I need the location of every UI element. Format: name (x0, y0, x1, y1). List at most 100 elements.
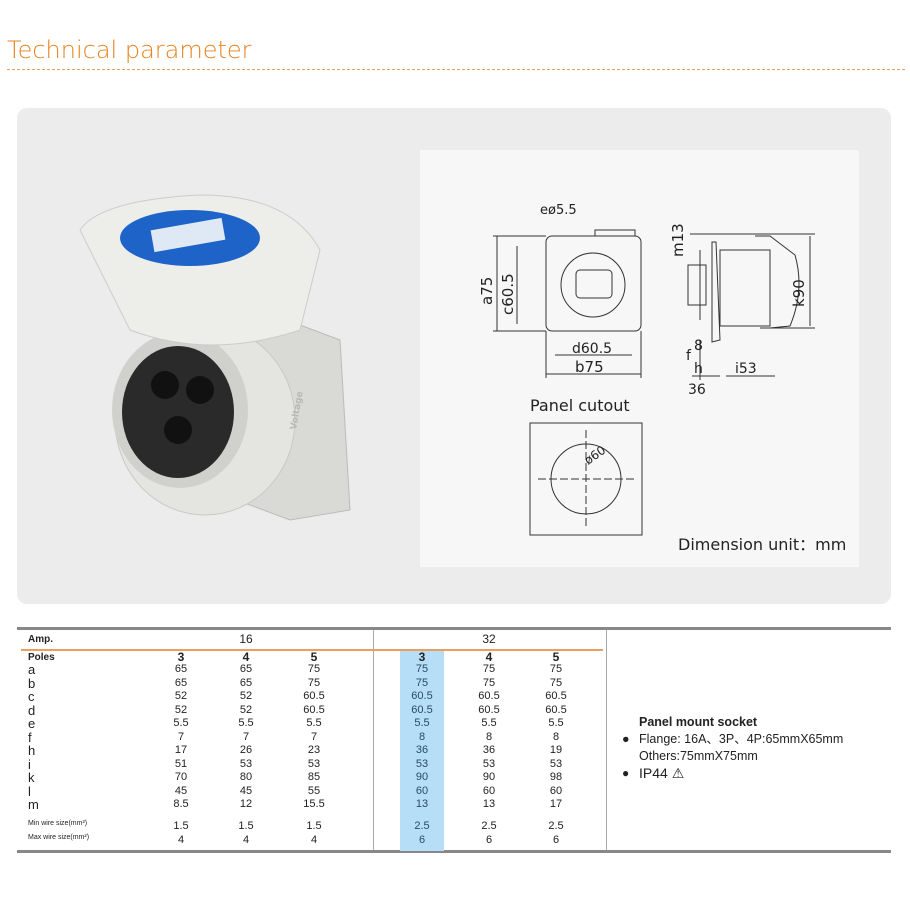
row-label: h (28, 743, 36, 758)
amp-16: 16 (239, 632, 253, 646)
table-cell: 8.5 (173, 798, 189, 810)
ip-text: IP44 (639, 765, 668, 781)
table-cell: 4 (177, 834, 185, 846)
table-cell: 15.5 (303, 798, 325, 810)
table-cell: 6 (418, 834, 426, 846)
table-cell: 90 (415, 771, 429, 783)
table-cell: 8 (552, 730, 560, 743)
label-i: i53 (735, 361, 757, 377)
header-rule (21, 649, 603, 651)
table-cell: 53 (482, 757, 496, 770)
table-cell: 2.5 (481, 820, 497, 832)
table-cell: 60.5 (545, 703, 567, 716)
table-cell: 12 (239, 798, 253, 810)
label-k: k90 (790, 279, 808, 307)
table-cell: 75 (482, 676, 496, 689)
technical-drawing: eø5.5 a75 c60.5 d60.5 b75 m13 k90 f 8 h … (478, 203, 815, 536)
table-cell: 52 (174, 690, 188, 702)
table-cell: 26 (239, 744, 253, 756)
table-cell: 36 (415, 744, 429, 756)
row-label: f (28, 729, 32, 745)
label-e: eø5.5 (540, 203, 577, 218)
table-cell: 5.5 (481, 717, 497, 729)
table-cell: 85 (307, 771, 321, 783)
table-cell: 1.5 (238, 820, 254, 832)
table-cell: 23 (307, 744, 321, 756)
row-label: c (28, 689, 35, 704)
table-cell: 45 (239, 784, 253, 797)
row-label: i (28, 756, 31, 772)
label-c: c60.5 (499, 273, 517, 315)
table-cell: 60.5 (303, 690, 325, 702)
table-cell: 19 (549, 744, 563, 756)
table-cell: 60.5 (478, 703, 500, 716)
table-cell: 70 (174, 771, 188, 783)
page-title: Technical parameter (7, 36, 252, 64)
row-label: m (28, 797, 39, 812)
table-cell: 6 (552, 834, 560, 846)
table-cell: 98 (549, 771, 563, 783)
label-f: f (686, 348, 692, 364)
table-cell: 52 (239, 690, 253, 702)
table-cell: 2.5 (548, 820, 564, 832)
table-cell: 53 (307, 757, 321, 770)
table-cell: 53 (415, 757, 429, 770)
label-h: h (694, 361, 703, 377)
table-cell: 60.5 (411, 703, 433, 716)
table-cell: 5.5 (548, 717, 564, 729)
pole-header: 4 (242, 650, 250, 664)
table-cell: 52 (174, 703, 188, 716)
table-cell: 75 (549, 663, 563, 675)
table-cell: 1.5 (173, 820, 189, 832)
table-cell: 75 (482, 663, 496, 675)
pole-header: 3 (177, 650, 185, 664)
dimension-drawing: eø5.5 a75 c60.5 d60.5 b75 m13 k90 f 8 h … (420, 150, 859, 567)
table-cell: 65 (239, 663, 253, 675)
table-cell: 60.5 (411, 690, 433, 702)
pole-header: 4 (485, 650, 493, 664)
info-panel: Panel mount socket ●Flange: 16A、3P、4P:65… (622, 714, 843, 782)
table-cell: 51 (174, 757, 188, 770)
table-cell: 13 (415, 798, 429, 810)
table-cell: 60.5 (303, 703, 325, 716)
amp-32: 32 (482, 632, 496, 646)
table-cell: 8 (485, 730, 493, 743)
divider (606, 630, 607, 850)
warning-triangle-icon: ⚠ (671, 765, 685, 781)
table-cell: 60 (549, 784, 563, 797)
highlight-column (400, 650, 444, 851)
table-cell: 75 (307, 663, 321, 675)
table-cell: 60.5 (478, 690, 500, 702)
table-cell: 7 (177, 730, 185, 743)
pole-header: 3 (418, 650, 426, 664)
table-cell: 53 (549, 757, 563, 770)
table-cell: 60 (415, 784, 429, 797)
panel-cutout-label: Panel cutout (530, 396, 630, 415)
table-cell: 5.5 (306, 717, 322, 729)
table-cell: 65 (174, 663, 188, 675)
others-text: Others:75mmX75mm (639, 749, 758, 763)
row-label: Max wire size(mm²) (28, 834, 90, 841)
row-label: e (28, 716, 36, 731)
pole-header: 5 (552, 650, 560, 664)
pole-header: 5 (310, 650, 318, 664)
table-cell: 17 (549, 798, 563, 810)
table-cell: 55 (307, 784, 321, 797)
bullet-icon: ● (622, 766, 630, 780)
table-cell: 7 (242, 730, 250, 743)
table-cell: 75 (307, 676, 321, 689)
table-cell: 60.5 (545, 690, 567, 702)
table-cell: 5.5 (414, 717, 430, 729)
flange-text: Flange: 16A、3P、4P:65mmX65mm (639, 732, 844, 746)
table-cell: 45 (174, 784, 188, 797)
table-cell: 53 (239, 757, 253, 770)
label-f-value: 8 (694, 338, 703, 354)
label-m: m13 (669, 223, 687, 257)
table-cell: 52 (239, 703, 253, 716)
row-label: d (28, 702, 36, 718)
table-cell: 80 (239, 771, 253, 783)
row-label: a (28, 662, 36, 677)
label-b: b75 (575, 358, 604, 376)
row-label: b (28, 675, 36, 691)
table-cell: 5.5 (173, 717, 189, 729)
